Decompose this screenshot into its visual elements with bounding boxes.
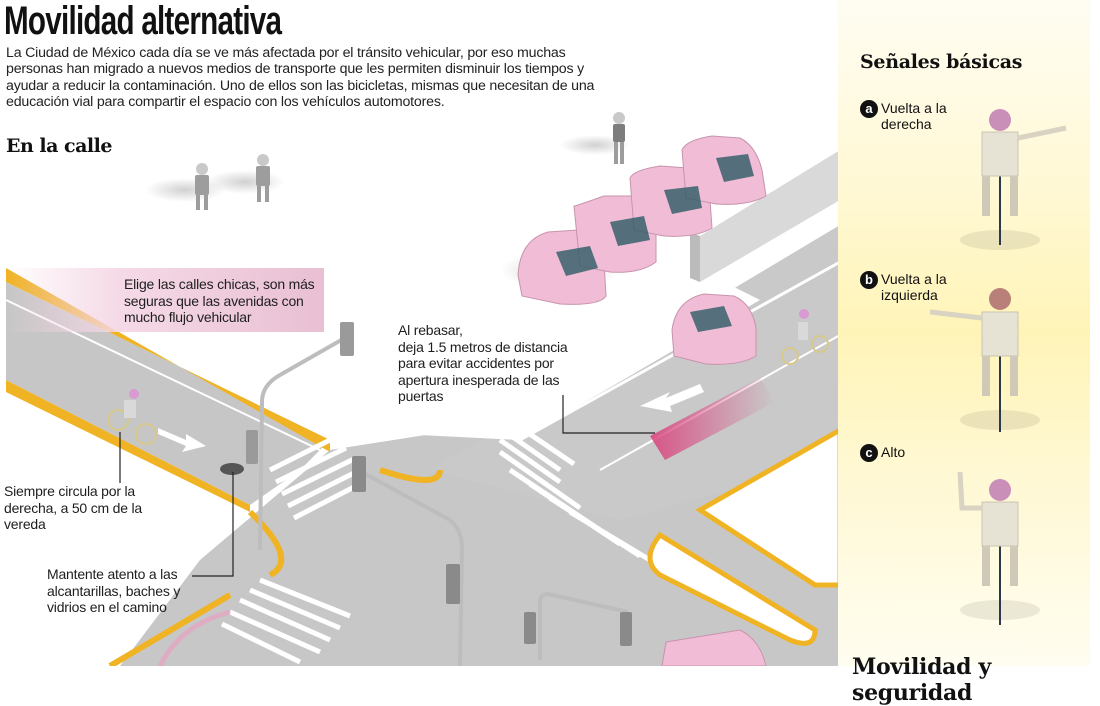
badge-a: a	[860, 100, 878, 118]
signal-label: Vuelta a la izquierda	[881, 271, 947, 303]
signal-figures	[929, 109, 1067, 625]
intersection	[108, 225, 843, 666]
street-heading: En la calle	[6, 135, 112, 157]
parked-cars	[500, 135, 840, 666]
cyclist-right	[781, 309, 829, 365]
badge-c: c	[860, 444, 878, 462]
callout-road-hazards: Mantente atento a las alcantarillas, bac…	[47, 566, 181, 615]
callout-overtaking: Al rebasar, deja 1.5 metros de distancia…	[398, 322, 568, 405]
cyclist-right-turn-figure	[960, 109, 1067, 250]
signal-label: Vuelta a la derecha	[881, 100, 947, 132]
leader-lines	[119, 395, 655, 577]
callout-overtaking-line1: Al rebasar,	[398, 322, 463, 338]
signal-label: Alto	[881, 444, 906, 460]
signal-item-right-turn: a Vuelta a la derecha	[860, 100, 953, 132]
badge-b: b	[860, 271, 878, 289]
signal-item-stop: c Alto	[860, 444, 971, 462]
signals-panel	[838, 0, 1090, 666]
callout-ride-right: Siempre circula por la derecha, a 50 cm …	[4, 483, 143, 532]
cyclist-stop-figure	[957, 471, 1040, 625]
callout-overtaking-line2: deja 1.5 metros de distancia para evitar…	[398, 338, 568, 405]
callout-small-streets: Elige las calles chicas, son más seguras…	[124, 276, 315, 325]
cyclists	[107, 309, 829, 445]
signals-heading: Señales básicas	[860, 51, 1023, 73]
page-title: Movilidad alternativa	[4, 0, 282, 43]
tip-highlight-box	[6, 268, 324, 332]
next-section-heading-clipped: Movilidad y seguridad	[852, 654, 992, 706]
signal-item-left-turn: b Vuelta a la izquierda	[860, 271, 957, 303]
cyclist-left-turn-figure	[929, 288, 1040, 432]
cyclist-left	[107, 389, 157, 445]
pedestrians	[145, 112, 630, 210]
intro-paragraph: La Ciudad de México cada día se ve más a…	[6, 45, 595, 111]
traffic-lights	[246, 322, 632, 666]
street-illustration	[5, 112, 843, 666]
